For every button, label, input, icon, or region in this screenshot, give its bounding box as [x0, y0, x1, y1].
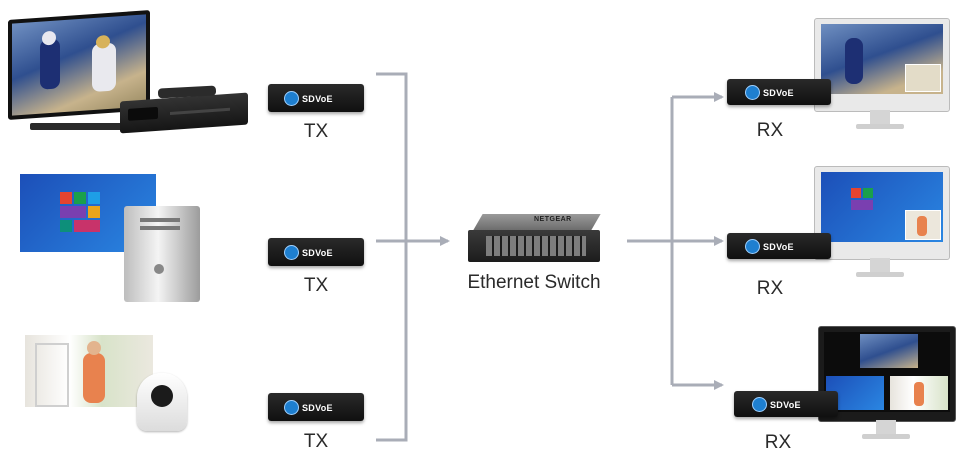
rx1-base [856, 124, 904, 129]
rx1-monitor-frame [814, 18, 950, 112]
tx-label-2: TX [303, 275, 329, 296]
rx-unit-3: SDVoE [734, 391, 838, 417]
rx-display-3 [818, 326, 956, 446]
switch-front-panel [468, 230, 600, 262]
rx3-stand [876, 420, 896, 434]
sdvoe-logo-icon [745, 85, 760, 100]
ethernet-switch: NETGEAR [464, 214, 604, 266]
rx-unit-1: SDVoE [727, 79, 831, 105]
rx2-monitor-frame [814, 166, 950, 260]
rx-display-1 [814, 18, 950, 133]
sdvoe-logo-icon [284, 400, 299, 415]
sdvoe-logo-icon [752, 397, 767, 412]
sdvoe-badge-text: SDVoE [302, 247, 333, 258]
switch-ports [486, 236, 586, 256]
rx2-base [856, 272, 904, 277]
pc-tower [124, 206, 200, 302]
rx3-window-football [860, 334, 918, 368]
tx-unit-1: SDVoE [268, 84, 364, 112]
sdvoe-logo-icon [284, 91, 299, 106]
rx2-screen [821, 172, 943, 242]
camera-source [25, 335, 193, 439]
rx3-screen [824, 332, 950, 412]
rx-unit-2: SDVoE [727, 233, 831, 259]
tx-unit-2: SDVoE [268, 238, 364, 266]
tx-unit-3: SDVoE [268, 393, 364, 421]
sdvoe-badge-text: SDVoE [302, 93, 333, 104]
pc-monitor-screen [20, 174, 156, 252]
switch-brand: NETGEAR [534, 216, 572, 223]
sdvoe-badge-text: SDVoE [763, 87, 794, 98]
rx1-stand [870, 110, 890, 124]
sdvoe-badge-text: SDVoE [763, 241, 794, 252]
rx3-monitor-frame [818, 326, 956, 422]
sdvoe-badge-text: SDVoE [770, 399, 801, 410]
dome-camera [137, 373, 187, 431]
switch-label: Ethernet Switch [467, 272, 601, 293]
rx2-stand [870, 258, 890, 272]
tv-stand [30, 123, 134, 130]
tv-source [8, 10, 248, 137]
camera-feed-image [25, 335, 153, 407]
tx-label-3: TX [303, 431, 329, 452]
rx3-base [862, 434, 910, 439]
rx-label-3: RX [764, 432, 792, 453]
rx-label-1: RX [756, 120, 784, 141]
sdvoe-badge: SDVoE [284, 91, 333, 106]
sdvoe-badge: SDVoE [284, 400, 333, 415]
sdvoe-logo-icon [284, 245, 299, 260]
sdvoe-badge: SDVoE [284, 245, 333, 260]
rx-display-2 [814, 166, 950, 281]
tx-bracket-line [376, 72, 408, 442]
rx-label-2: RX [756, 278, 784, 299]
pc-source [20, 172, 205, 302]
tx-label-1: TX [303, 121, 329, 142]
sdvoe-badge-text: SDVoE [302, 402, 333, 413]
sdvoe-badge: SDVoE [752, 397, 801, 412]
sdvoe-logo-icon [745, 239, 760, 254]
rx1-screen [821, 24, 943, 94]
sdvoe-badge: SDVoE [745, 85, 794, 100]
sdvoe-badge: SDVoE [745, 239, 794, 254]
